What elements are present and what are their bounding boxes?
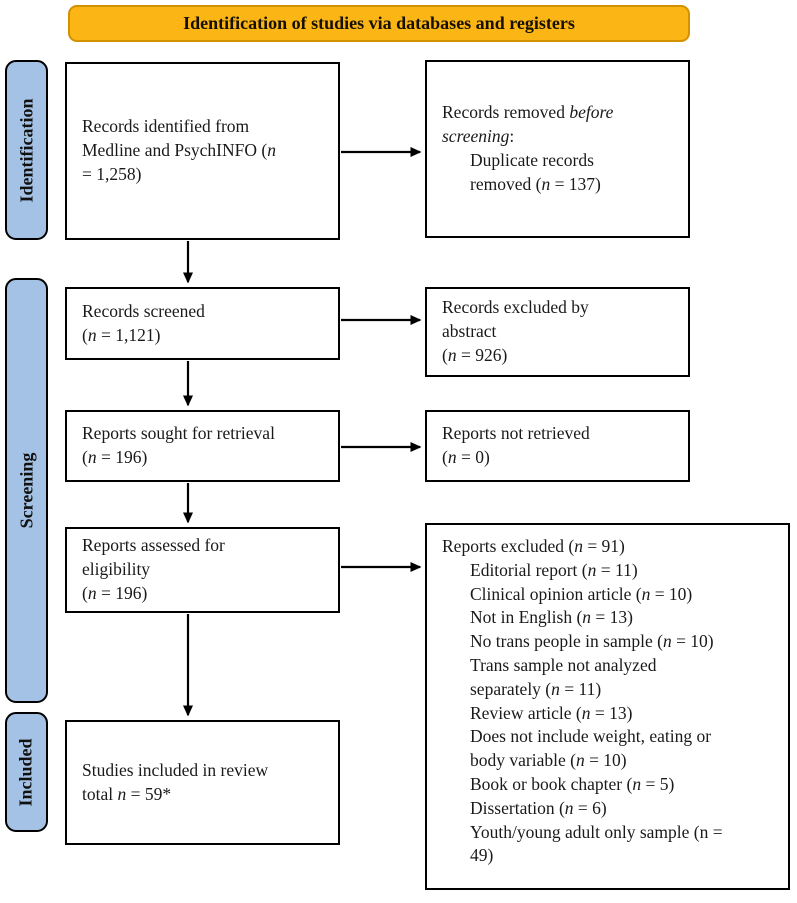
excluded-reason: Clinical opinion article (n = 10)	[470, 583, 693, 604]
excluded-reason: Book or book chapter (n = 5)	[470, 773, 675, 794]
banner-title: Identification of studies via databases …	[68, 5, 690, 42]
excluded-reason: No trans people in sample (n = 10)	[470, 631, 714, 652]
stage-label-included-text: Included	[16, 737, 36, 807]
excluded-reason: Dissertation (n = 6)	[470, 797, 607, 818]
box-reports-not-retrieved: Reports not retrieved (n = 0)	[425, 410, 690, 482]
stage-label-identification-text: Identification	[16, 97, 37, 203]
excluded-reason: Editorial report (n = 11)	[470, 559, 638, 580]
excluded-reason: Review article (n = 13)	[470, 702, 633, 723]
box-records-removed: Records removed before screening: Duplic…	[425, 60, 690, 238]
excluded-reason: Not in English (n = 13)	[470, 607, 633, 628]
box-records-excluded-abstract: Records excluded by abstract (n = 926)	[425, 287, 690, 377]
box-reports-not-retrieved-text: Reports not retrieved (n = 0)	[442, 423, 590, 467]
box-studies-included: Studies included in review total n = 59*	[65, 720, 340, 845]
box-studies-included-text: Studies included in review total n = 59*	[82, 759, 269, 804]
stage-label-screening: Screening	[5, 278, 48, 703]
box-records-screened-text: Records screened (n = 1,121)	[82, 300, 205, 345]
box-records-screened: Records screened (n = 1,121)	[65, 287, 340, 360]
box-records-identified: Records identified from Medline and Psyc…	[65, 62, 340, 240]
box-records-removed-item: Duplicate records removed (n = 137)	[470, 150, 601, 194]
box-records-identified-text: Records identified from Medline and Psyc…	[82, 116, 276, 184]
box-records-removed-heading: Records removed before screening:	[442, 102, 614, 147]
box-reports-excluded: Reports excluded (n = 91) Editorial repo…	[425, 523, 790, 890]
stage-label-screening-text: Screening	[16, 452, 37, 529]
box-reports-excluded-heading: Reports excluded (n = 91)	[442, 536, 625, 556]
excluded-reason: Does not include weight, eating or body …	[470, 726, 712, 771]
excluded-reason: Trans sample not analyzed separately (n …	[470, 654, 657, 699]
box-reports-assessed-text: Reports assessed for eligibility (n = 19…	[82, 535, 225, 603]
banner-title-label: Identification of studies via databases …	[183, 13, 575, 33]
box-reports-sought-text: Reports sought for retrieval (n = 196)	[82, 423, 275, 467]
stage-label-included: Included	[5, 712, 48, 832]
excluded-reason: Youth/young adult only sample (n = 49)	[470, 821, 723, 866]
box-reports-assessed: Reports assessed for eligibility (n = 19…	[65, 527, 340, 613]
stage-label-identification: Identification	[5, 60, 48, 240]
box-records-excluded-abstract-text: Records excluded by abstract (n = 926)	[442, 297, 589, 365]
box-reports-sought: Reports sought for retrieval (n = 196)	[65, 410, 340, 482]
